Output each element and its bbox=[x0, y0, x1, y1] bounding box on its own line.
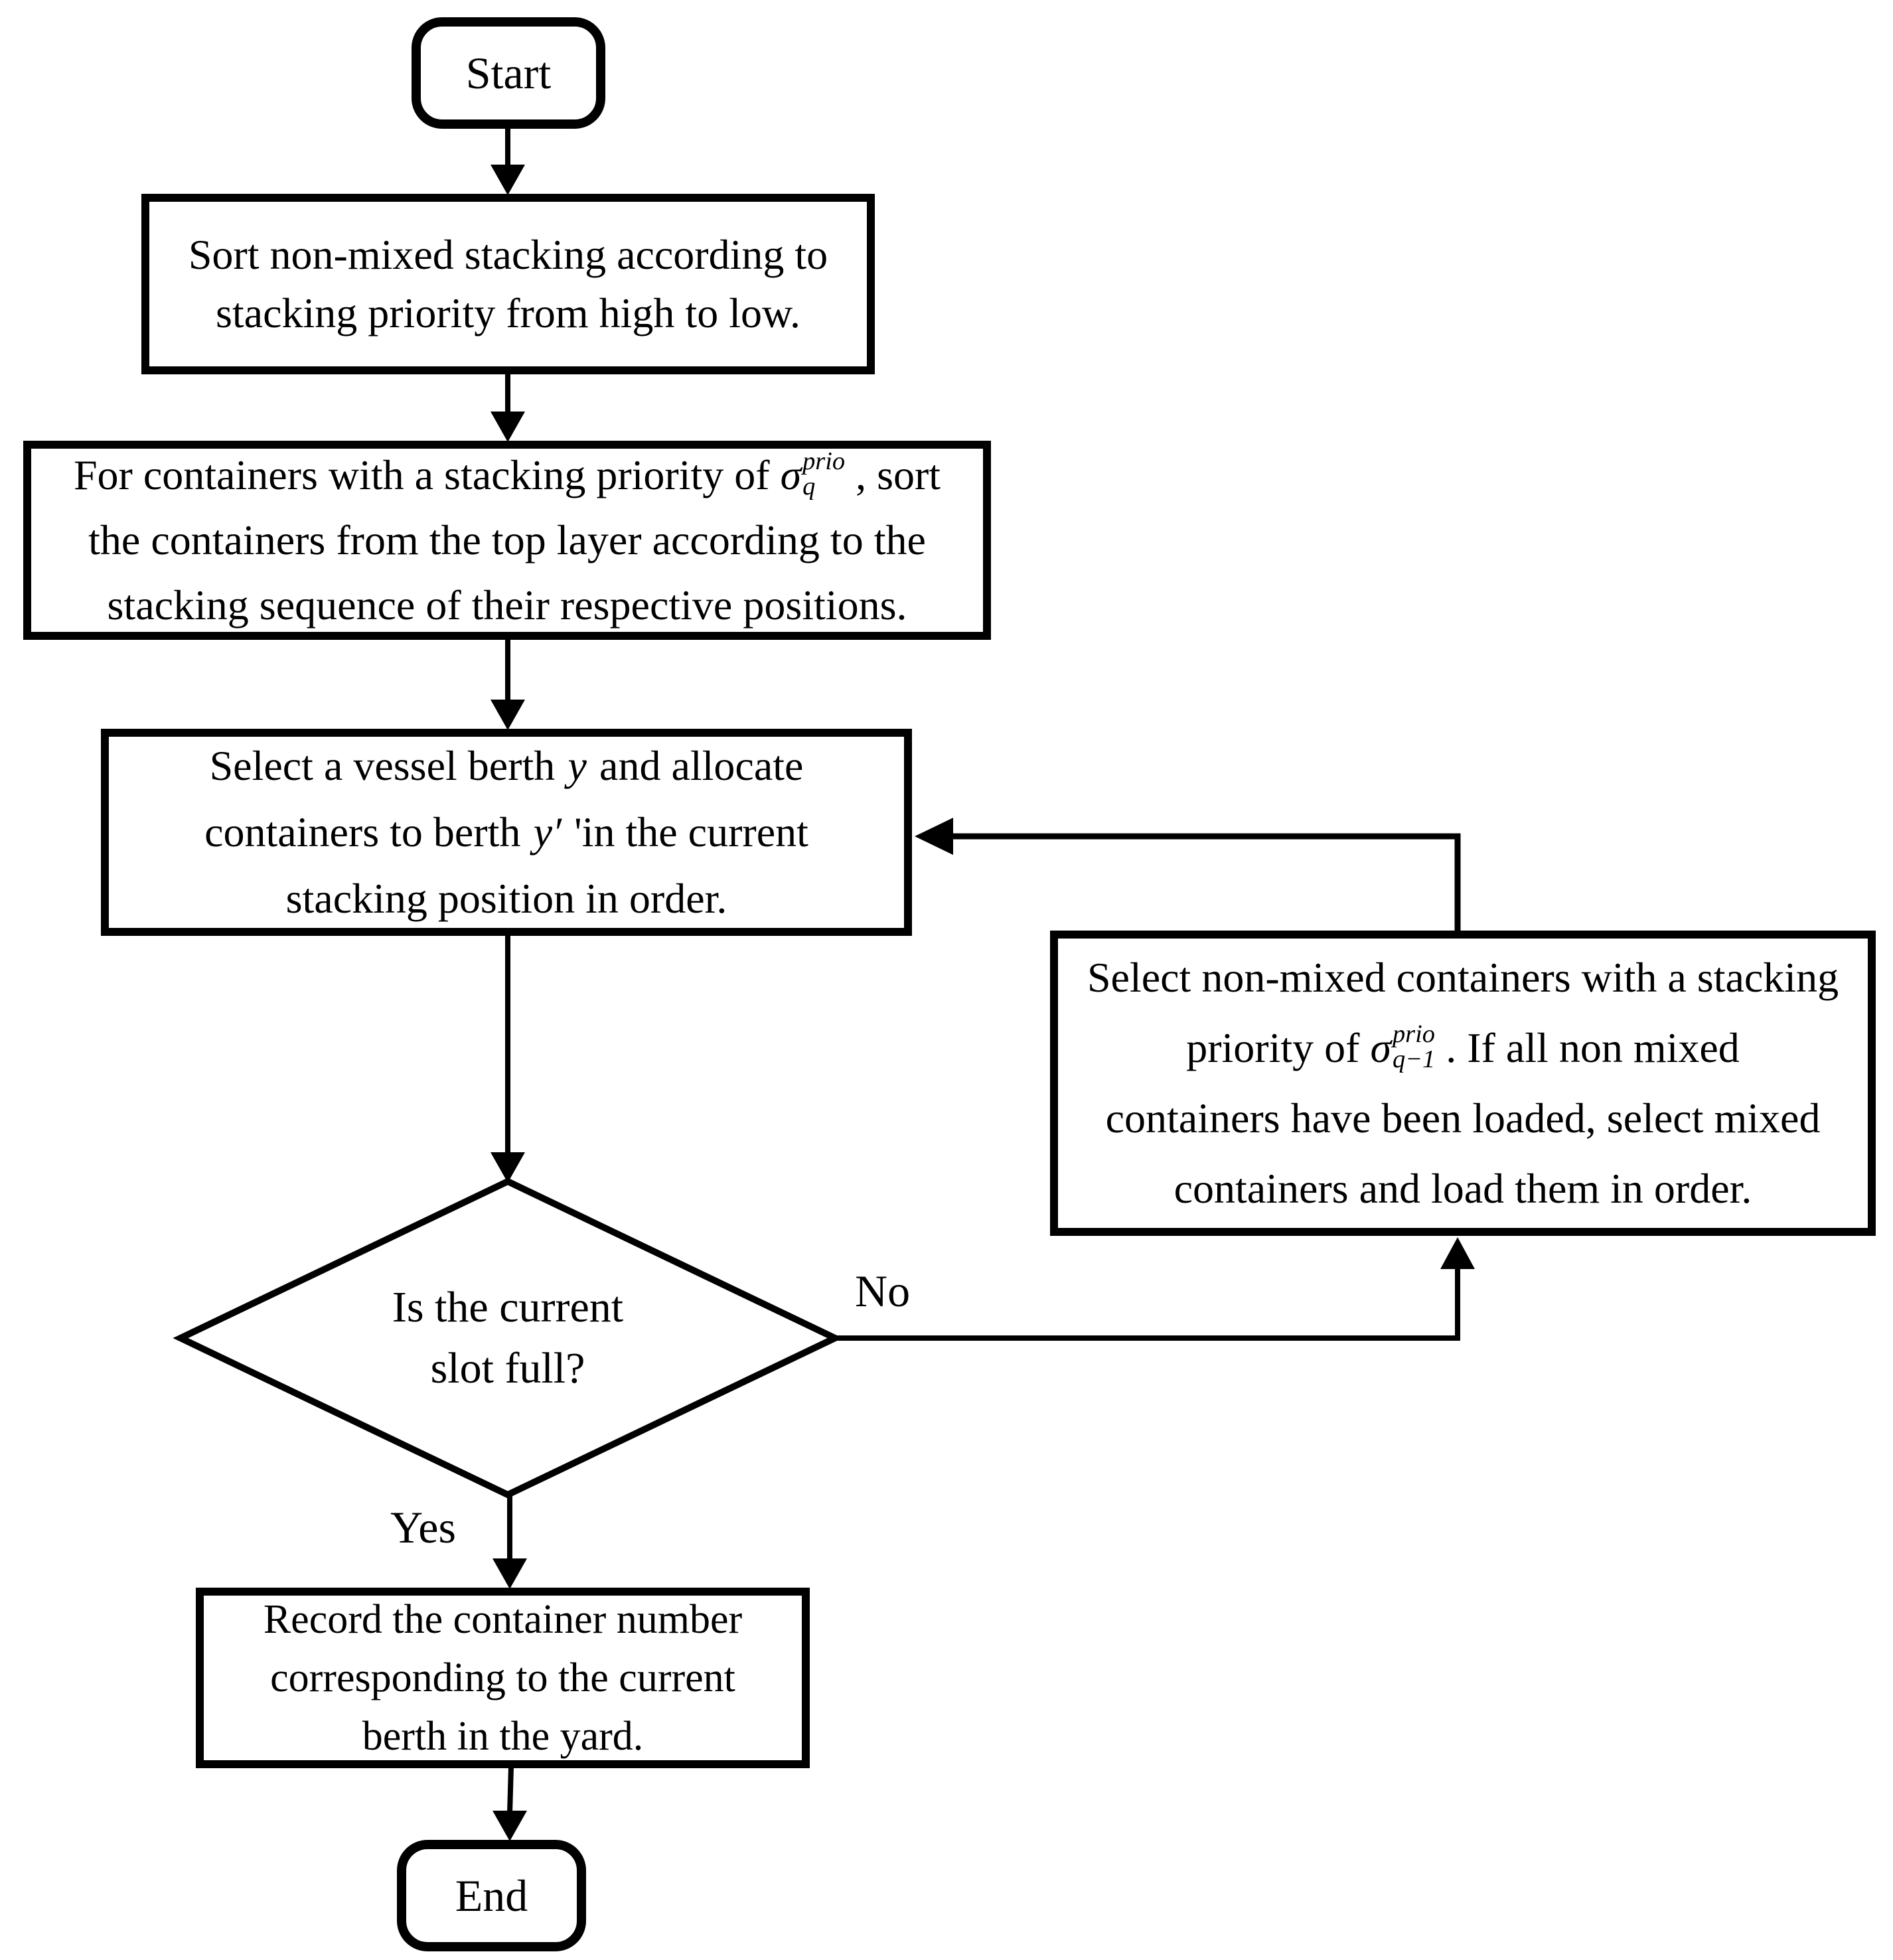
berth-y-prime-symbol: y′ bbox=[533, 808, 562, 856]
priority-sort-line1-before: For containers with a stacking priority … bbox=[73, 451, 770, 498]
decision-line2: slot full? bbox=[430, 1344, 585, 1393]
end-label: End bbox=[455, 1870, 528, 1921]
priority-sort-line2: the containers from the top layer accord… bbox=[88, 516, 926, 564]
select-next-line4: containers and load them in order. bbox=[1174, 1165, 1752, 1212]
arrow-yes-to-record bbox=[492, 1495, 527, 1589]
sigma-superscript: prio bbox=[802, 447, 846, 475]
select-next-line2-after: . If all non mixed bbox=[1446, 1024, 1740, 1071]
arrow-sort-to-priority-sort bbox=[491, 373, 525, 442]
priority-sort-line1: For containers with a stacking priority … bbox=[74, 443, 941, 508]
priority-sort-line1-after: , sort bbox=[856, 451, 941, 498]
select-next-line2-before: priority of bbox=[1186, 1024, 1360, 1071]
end-node: End bbox=[397, 1840, 586, 1951]
sort-step-line2: stacking priority from high to low. bbox=[215, 289, 801, 337]
select-berth-line3: stacking position in order. bbox=[285, 875, 727, 922]
yes-label: Yes bbox=[390, 1502, 456, 1552]
no-label: No bbox=[855, 1266, 911, 1316]
arrow-record-to-end bbox=[492, 1766, 527, 1841]
record-line1: Record the container number bbox=[263, 1597, 743, 1642]
select-next-line1: Select non-mixed containers with a stack… bbox=[1087, 954, 1839, 1001]
arrow-select-berth-to-decision bbox=[491, 935, 525, 1183]
no-branch-line bbox=[835, 1237, 1475, 1341]
record-line2: corresponding to the current bbox=[270, 1655, 735, 1700]
arrow-priority-sort-to-select-berth bbox=[491, 639, 525, 730]
sigma-superscript: prio bbox=[1392, 1019, 1435, 1048]
sort-step-line1: Sort non-mixed stacking according to bbox=[188, 231, 828, 278]
sigma-symbol: σ bbox=[1370, 1024, 1392, 1071]
select-berth-line1-before: Select a vessel berth bbox=[209, 742, 556, 789]
berth-y-symbol: y bbox=[568, 742, 587, 789]
select-berth-step-node: Select a vessel berth y and allocate conta… bbox=[101, 729, 912, 936]
select-berth-line2-before: containers to berth bbox=[204, 808, 521, 856]
sigma-subscript: q bbox=[802, 473, 816, 501]
select-next-line3: containers have been loaded, select mixe… bbox=[1105, 1094, 1821, 1142]
arrow-start-to-sort bbox=[491, 129, 525, 195]
start-node: Start bbox=[412, 17, 605, 129]
decision-node-text: Is the current slot full? bbox=[275, 1248, 740, 1428]
feedback-line-to-select-berth bbox=[915, 818, 1461, 932]
start-label: Start bbox=[465, 47, 552, 98]
record-step-node: Record the container number correspondin… bbox=[196, 1588, 810, 1768]
select-berth-line1-after: and allocate bbox=[599, 742, 804, 789]
record-line3: berth in the yard. bbox=[362, 1714, 644, 1759]
select-berth-line2-after: 'in the current bbox=[574, 808, 808, 856]
priority-sort-step-node: For containers with a stacking priority … bbox=[23, 441, 991, 640]
sigma-subscript: q−1 bbox=[1392, 1045, 1436, 1074]
select-next-priority-node: Select non-mixed containers with a stack… bbox=[1050, 931, 1876, 1236]
priority-sort-line3: stacking sequence of their respective po… bbox=[107, 581, 907, 629]
select-berth-line1: Select a vessel berth y and allocate bbox=[210, 733, 804, 799]
sort-step-node: Sort non-mixed stacking according to sta… bbox=[141, 194, 875, 374]
decision-line1: Is the current bbox=[392, 1283, 624, 1331]
sigma-symbol: σ bbox=[780, 451, 802, 498]
